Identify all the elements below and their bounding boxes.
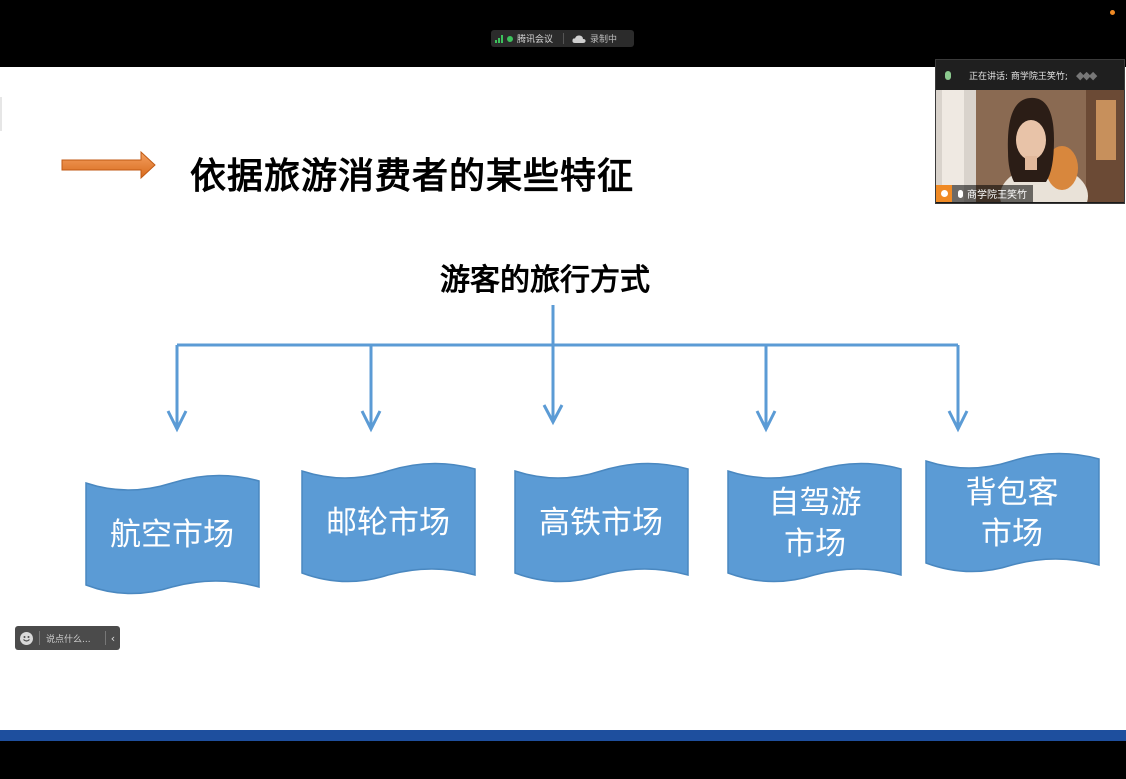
category-label-4-line2: 市场 bbox=[784, 526, 846, 562]
category-label-5-line1: 背包客 bbox=[966, 475, 1059, 511]
category-box-2 bbox=[301, 462, 476, 583]
chat-placeholder[interactable]: 说点什么... bbox=[46, 634, 91, 645]
speaker-video-panel[interactable]: 正在讲话: 商学院王笑竹; ◆◆◆ 商学院王笑竹 bbox=[935, 59, 1125, 204]
category-label-1: 航空市场 bbox=[110, 517, 234, 553]
meeting-bottom-area bbox=[0, 741, 1126, 779]
audio-wave-icon: ◆◆◆ bbox=[1075, 68, 1097, 82]
connector-lines bbox=[166, 305, 969, 433]
category-label-3: 高铁市场 bbox=[539, 505, 663, 541]
root-node-label: 游客的旅行方式 bbox=[440, 263, 650, 298]
meeting-info-pill[interactable]: 腾讯会议 录制中 bbox=[491, 30, 634, 47]
mic-icon bbox=[958, 189, 963, 198]
notification-dot bbox=[1110, 10, 1115, 15]
category-label-2: 邮轮市场 bbox=[326, 505, 450, 541]
category-label-5-line2: 市场 bbox=[981, 516, 1043, 552]
meeting-top-bar: 腾讯会议 录制中 bbox=[0, 0, 1126, 67]
emoji-icon[interactable] bbox=[20, 631, 33, 645]
chat-divider bbox=[39, 631, 40, 645]
category-box-3 bbox=[514, 462, 689, 583]
category-box-4 bbox=[727, 462, 902, 583]
cloud-record-icon bbox=[572, 34, 586, 43]
heading-arrow-icon bbox=[61, 150, 156, 180]
network-status-icon bbox=[507, 35, 513, 42]
slide-bottom-bar bbox=[0, 730, 1126, 741]
signal-icon bbox=[495, 34, 503, 43]
speaking-prefix: 正在讲话: bbox=[969, 71, 1011, 82]
user-icon bbox=[936, 185, 952, 202]
chat-input-bar[interactable]: 说点什么... ‹ bbox=[15, 626, 120, 650]
collapse-chevron-icon[interactable]: ‹ bbox=[110, 631, 116, 645]
category-box-1 bbox=[85, 474, 260, 595]
category-label-4-line1: 自驾游 bbox=[769, 485, 862, 521]
speaker-name: 商学院王笑竹; bbox=[1010, 71, 1068, 82]
speaking-indicator: 正在讲话: 商学院王笑竹; ◆◆◆ bbox=[936, 60, 1124, 90]
recording-status: 录制中 bbox=[590, 35, 618, 45]
slide-heading: 依据旅游消费者的某些特征 bbox=[190, 156, 635, 197]
participant-name: 商学院王笑竹 bbox=[967, 190, 1027, 201]
slide-edge-mark bbox=[0, 97, 2, 131]
camera-feed: 商学院王笑竹 bbox=[936, 90, 1124, 202]
chat-divider-2 bbox=[105, 631, 106, 645]
app-name: 腾讯会议 bbox=[517, 35, 554, 45]
participant-nameplate: 商学院王笑竹 bbox=[936, 185, 1033, 202]
category-box-5 bbox=[925, 452, 1100, 573]
pill-divider bbox=[563, 33, 565, 44]
mic-active-icon bbox=[945, 70, 951, 80]
tree-diagram: 航空市场 邮轮市场 高铁市场 自驾游 市场 背包客 市场 bbox=[61, 150, 1100, 595]
